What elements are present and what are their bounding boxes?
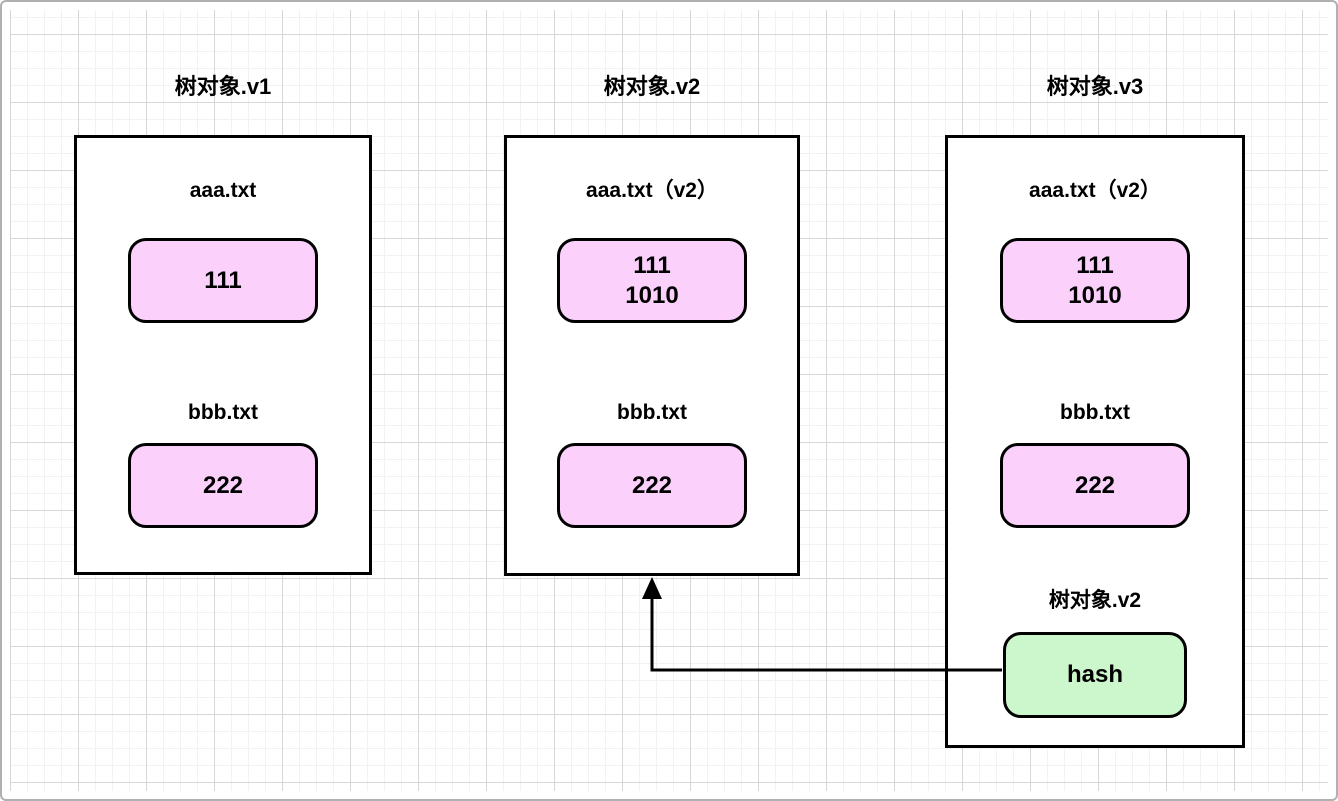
tree-v3-title: 树对象.v3: [1046, 74, 1144, 99]
tree-v1-title: 树对象.v1: [174, 74, 272, 99]
tree-v3-entry-aaa-label: aaa.txt（v2）: [1029, 179, 1161, 202]
tree-v2-blob-bbb: 222: [557, 443, 747, 528]
tree-v2-title: 树对象.v2: [603, 74, 701, 99]
tree-v1-box: aaa.txt 111 bbb.txt 222: [74, 135, 372, 575]
tree-v3-entry-bbb-label: bbb.txt: [1060, 401, 1130, 424]
tree-v2-blob-aaa: 111 1010: [557, 238, 747, 323]
tree-v3-blob-aaa: 111 1010: [1000, 238, 1190, 323]
tree-v1-blob-aaa: 111: [128, 238, 318, 323]
arrowhead-up-icon: [642, 577, 662, 599]
tree-v3-hash-box: hash: [1003, 632, 1187, 718]
tree-v2-box: aaa.txt（v2） 111 1010 bbb.txt 222: [504, 135, 800, 576]
tree-v1-entry-bbb-label: bbb.txt: [188, 401, 258, 424]
tree-v3-blob-bbb: 222: [1000, 443, 1190, 528]
tree-v2-entry-bbb-label: bbb.txt: [617, 401, 687, 424]
tree-v2-entry-aaa-label: aaa.txt（v2）: [586, 179, 718, 202]
tree-v3-box: aaa.txt（v2） 111 1010 bbb.txt 222 树对象.v2 …: [945, 135, 1245, 748]
tree-v1-blob-bbb: 222: [128, 443, 318, 528]
tree-v1-entry-aaa-label: aaa.txt: [189, 179, 257, 202]
tree-v3-entry-treeref-label: 树对象.v2: [1048, 589, 1142, 612]
